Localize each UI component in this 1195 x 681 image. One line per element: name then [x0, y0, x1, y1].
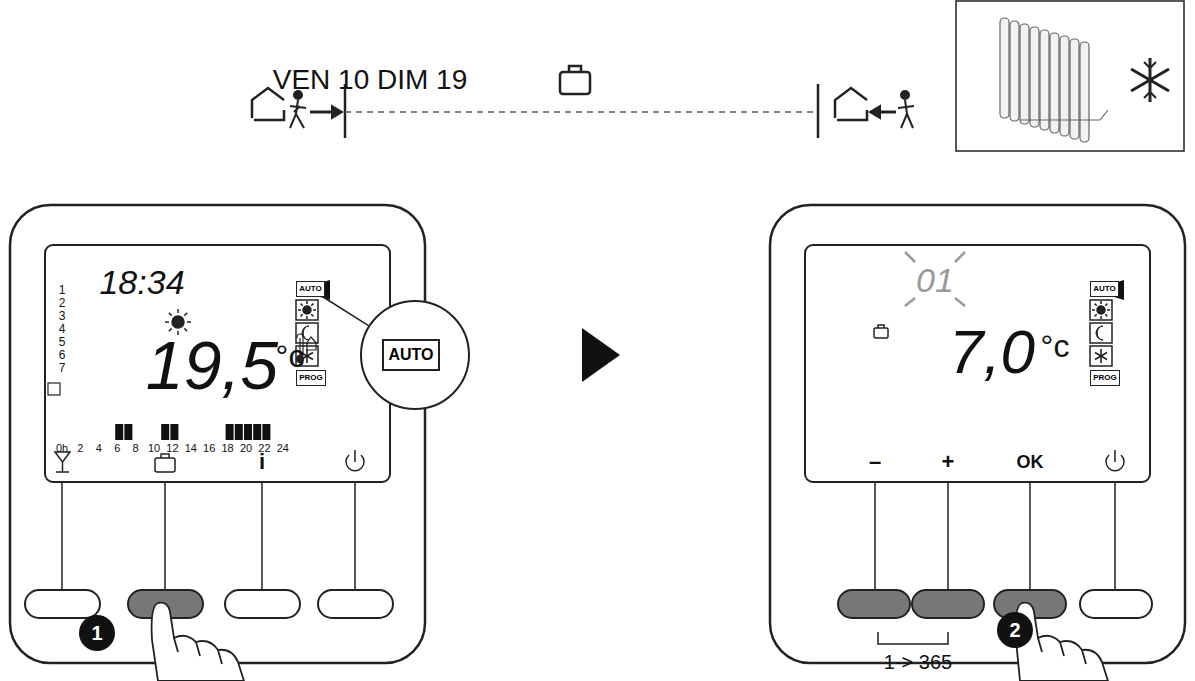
node-text: AUTO	[382, 339, 439, 371]
label-text: 3	[59, 310, 66, 322]
label-text: 2	[77, 443, 83, 454]
label-text: 19,5	[146, 331, 278, 399]
callout-number: 1	[79, 615, 115, 651]
label-text: 0h	[56, 443, 68, 454]
label-text: 24	[277, 443, 289, 454]
label-text: 18	[221, 443, 233, 454]
label-text: 5	[59, 336, 66, 348]
label-text: 7	[59, 362, 66, 374]
label-text: VEN 10 DIM 19	[273, 66, 468, 94]
node-text: 2	[1009, 620, 1020, 640]
mode-button-box: PROG	[296, 370, 326, 386]
callout-number: 2	[997, 612, 1033, 648]
label-text: °c	[276, 340, 305, 372]
label-text: 6	[114, 443, 120, 454]
leader-line	[323, 297, 368, 326]
magnifier-circle: AUTO	[360, 300, 470, 410]
node-text: AUTO	[1093, 285, 1116, 293]
node-text: AUTO	[299, 285, 322, 293]
label-text: 4	[59, 323, 66, 335]
mode-button-box: PROG	[1090, 370, 1120, 386]
label-text: 12	[166, 443, 178, 454]
label-text: 7,0	[949, 321, 1035, 383]
label-text: °c	[1041, 330, 1070, 362]
label-text: –	[869, 451, 881, 473]
label-text: 20	[240, 443, 252, 454]
label-text: 4	[96, 443, 102, 454]
label-text: 6	[59, 349, 66, 361]
node-text: PROG	[1093, 374, 1117, 382]
mode-button-box: AUTO	[1090, 281, 1119, 297]
label-text: OK	[1017, 453, 1044, 471]
label-text: 18:34	[99, 265, 184, 299]
label-text: 10	[148, 443, 160, 454]
mode-button-box: AUTO	[296, 281, 325, 297]
label-text: 14	[185, 443, 197, 454]
label-text: 1	[59, 284, 66, 296]
label-text: 2	[59, 297, 66, 309]
label-text: 1-> 365	[884, 652, 952, 672]
node-text: 1	[91, 623, 102, 643]
label-text: 8	[133, 443, 139, 454]
node-text: PROG	[299, 374, 323, 382]
label-text: i	[259, 451, 265, 473]
label-text: 01	[916, 263, 954, 297]
label-text: +	[942, 451, 955, 473]
label-text: 16	[203, 443, 215, 454]
